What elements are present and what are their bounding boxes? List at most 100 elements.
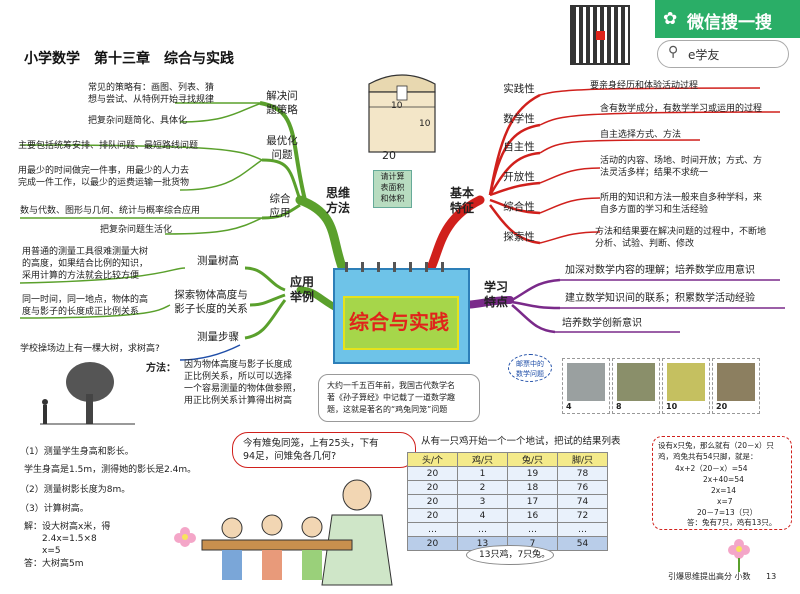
strategy-line1: 解决问 [266, 90, 298, 102]
history-line1: 大约一千五百年前，我国古代数学名 [327, 381, 455, 390]
center-label: 综合与实践 [349, 310, 449, 334]
table-header: 鸡/只 [457, 452, 508, 467]
table-cell: 3 [457, 494, 508, 509]
optimization-line1: 最优化 [266, 135, 298, 147]
feature-name-3: 开放性 [503, 171, 535, 183]
shadow-line1: 探索物体高度与 [174, 289, 248, 301]
wechat-search-banner[interactable]: ✿ 微信搜一搜 [655, 0, 800, 38]
method-line4: 用正比例关系计算得出树高 [184, 396, 293, 406]
dim-top: 10 [391, 101, 403, 111]
comprehensive-note2: 把复杂问题生活化 [100, 225, 173, 235]
equation-box: 设有x只兔，那么就有（20－x）只 鸡，鸡兔共有54只脚，就是： 4x+2（20… [652, 436, 792, 530]
table-cell: … [507, 522, 558, 537]
feature-desc-4-line1: 所用的知识和方法一般来自多种学科，来 [600, 193, 763, 203]
table-cell: 20 [407, 466, 458, 481]
method-line1: 因为物体高度与影子长度成 [184, 360, 293, 370]
thinking-line1: 思维 [325, 186, 350, 200]
stamp-value-2: 8 [616, 402, 622, 411]
students-illustration [201, 479, 393, 586]
page-number: 13 [766, 572, 777, 581]
qr-corner [596, 31, 605, 40]
table-cell: 1 [457, 466, 508, 481]
speech-bubble: 今有雉兔同笼，上有25头，下有 94足，问雉兔各几何? [232, 432, 416, 468]
solution-line2: 2.4x=1.5×8 [42, 534, 97, 544]
stamps-label: 邮票中的 数学问题 [508, 354, 552, 382]
stamps-line1: 邮票中的 [516, 360, 544, 368]
speech-line2: 94足，问雉兔各几何? [243, 451, 337, 462]
eq-3: 2x=14 [711, 486, 737, 495]
table-header: 脚/只 [557, 452, 608, 467]
table-row: 20 13 7 54 [407, 536, 608, 551]
eq-4: x=7 [717, 497, 733, 506]
solution-line3: x=5 [42, 546, 61, 556]
box-note-line3: 和体积 [380, 194, 405, 203]
feature-name-2: 自主性 [503, 141, 535, 153]
eq-1: 4x+2（20－x）=54 [675, 464, 748, 473]
table-cell: 20 [407, 508, 458, 523]
stamp-value-4: 20 [716, 402, 728, 411]
steps-label: 测量步骤 [197, 331, 239, 343]
table-cell: 20 [407, 494, 458, 509]
center-inner [343, 296, 459, 350]
strategy-note-line1: 常见的策略有：画图、列表、猜 [88, 83, 215, 93]
table-cell: 18 [507, 480, 558, 495]
table-header: 头/个 [407, 452, 458, 467]
optimization-line2: 问题 [271, 149, 293, 161]
application-line1: 应用 [289, 275, 314, 289]
step3: （3）计算树高。 [20, 504, 89, 514]
search-box[interactable]: ⚲ e学友 [657, 40, 789, 68]
feature-desc-2: 自主选择方式、方法 [600, 130, 682, 140]
stamp-value-1: 4 [566, 402, 572, 411]
strategy-note2: 把复杂问题简化、具体化 [88, 116, 188, 126]
feature-name-1: 数学性 [503, 113, 535, 125]
optimization-note2-line2: 完成一件工作，以最少的运费运输一批货物 [18, 178, 190, 188]
comprehensive-line1: 综合 [269, 193, 291, 205]
feature-desc-4-line2: 自多方面的学习和生活经验 [600, 205, 709, 215]
table-cell: 2 [457, 480, 508, 495]
comprehensive-line2: 应用 [269, 207, 291, 219]
trial-table: 头/个 鸡/只 兔/只 脚/只 20 1 19 78 20 2 18 76 20… [407, 452, 608, 551]
result-bubble: 13只鸡，7只兔。 [466, 545, 554, 565]
method-line2: 正比例关系，所以可以选择 [184, 372, 293, 382]
table-cell: 19 [507, 466, 558, 481]
shadow-note-line2: 度与影子的长度成正比例关系 [22, 307, 140, 317]
learning-item-0: 加深对数学内容的理解；培养数学应用意识 [565, 265, 755, 276]
basic-features-label: 基本 特征 [442, 186, 482, 216]
table-cell: … [557, 522, 608, 537]
feature-name-5: 探索性 [503, 231, 535, 243]
box-note-line1: 请计算 [380, 172, 405, 181]
stamps-line2: 数学问题 [516, 370, 544, 378]
learning-line1: 学习 [483, 280, 508, 294]
tree-label: 测量树高 [197, 255, 239, 267]
strategy-line2: 题策略 [266, 104, 298, 116]
optimization-note2-line1: 用最少的时间做完一件事，用最少的人力去 [18, 166, 190, 176]
search-text: e学友 [688, 48, 720, 62]
strategy-label: 解决问 题策略 [260, 89, 304, 117]
tree-note-line2: 的高度，如果结合比例的知识， [22, 259, 149, 269]
table-header-row: 头/个 鸡/只 兔/只 脚/只 [407, 452, 608, 467]
table-row: 20 4 16 72 [407, 508, 608, 523]
learning-features-label: 学习 特点 [476, 280, 516, 310]
table-cell: 54 [557, 536, 608, 551]
eq-intro-2: 鸡，鸡兔共有54只脚，就是： [658, 452, 758, 461]
application-label: 应用 举例 [282, 275, 322, 305]
learning-item-2: 培养数学创新意识 [562, 318, 642, 329]
flower-icon [728, 539, 750, 572]
search-icon: ⚲ [668, 44, 679, 60]
feature-desc-0: 要亲身经历和体验活动过程 [590, 81, 699, 91]
eq-5: 20－7=13（只） [697, 508, 758, 517]
wechat-icon: ✿ [663, 9, 678, 29]
thinking-method-label: 思维 方法 [318, 186, 358, 216]
stamp-4: 20 [712, 358, 760, 414]
comprehensive-label: 综合 应用 [262, 192, 298, 220]
box-note: 请计算 表面积 和体积 [373, 170, 412, 208]
feature-desc-1: 含有数学成分，有数学学习或运用的过程 [600, 104, 763, 114]
table-cell: 72 [557, 508, 608, 523]
optimization-note1: 主要包括统筹安排、排队问题、最短路线问题 [18, 141, 199, 151]
learning-item-1: 建立数学知识间的联系；积累数学活动经验 [565, 293, 755, 304]
stamp-value-3: 10 [666, 402, 678, 411]
step2: （2）测量树影长度为8m。 [20, 485, 131, 495]
problem-question: 学校操场边上有一棵大树，求树高? [20, 344, 160, 354]
table-cell: … [457, 522, 508, 537]
table-cell: 16 [507, 508, 558, 523]
